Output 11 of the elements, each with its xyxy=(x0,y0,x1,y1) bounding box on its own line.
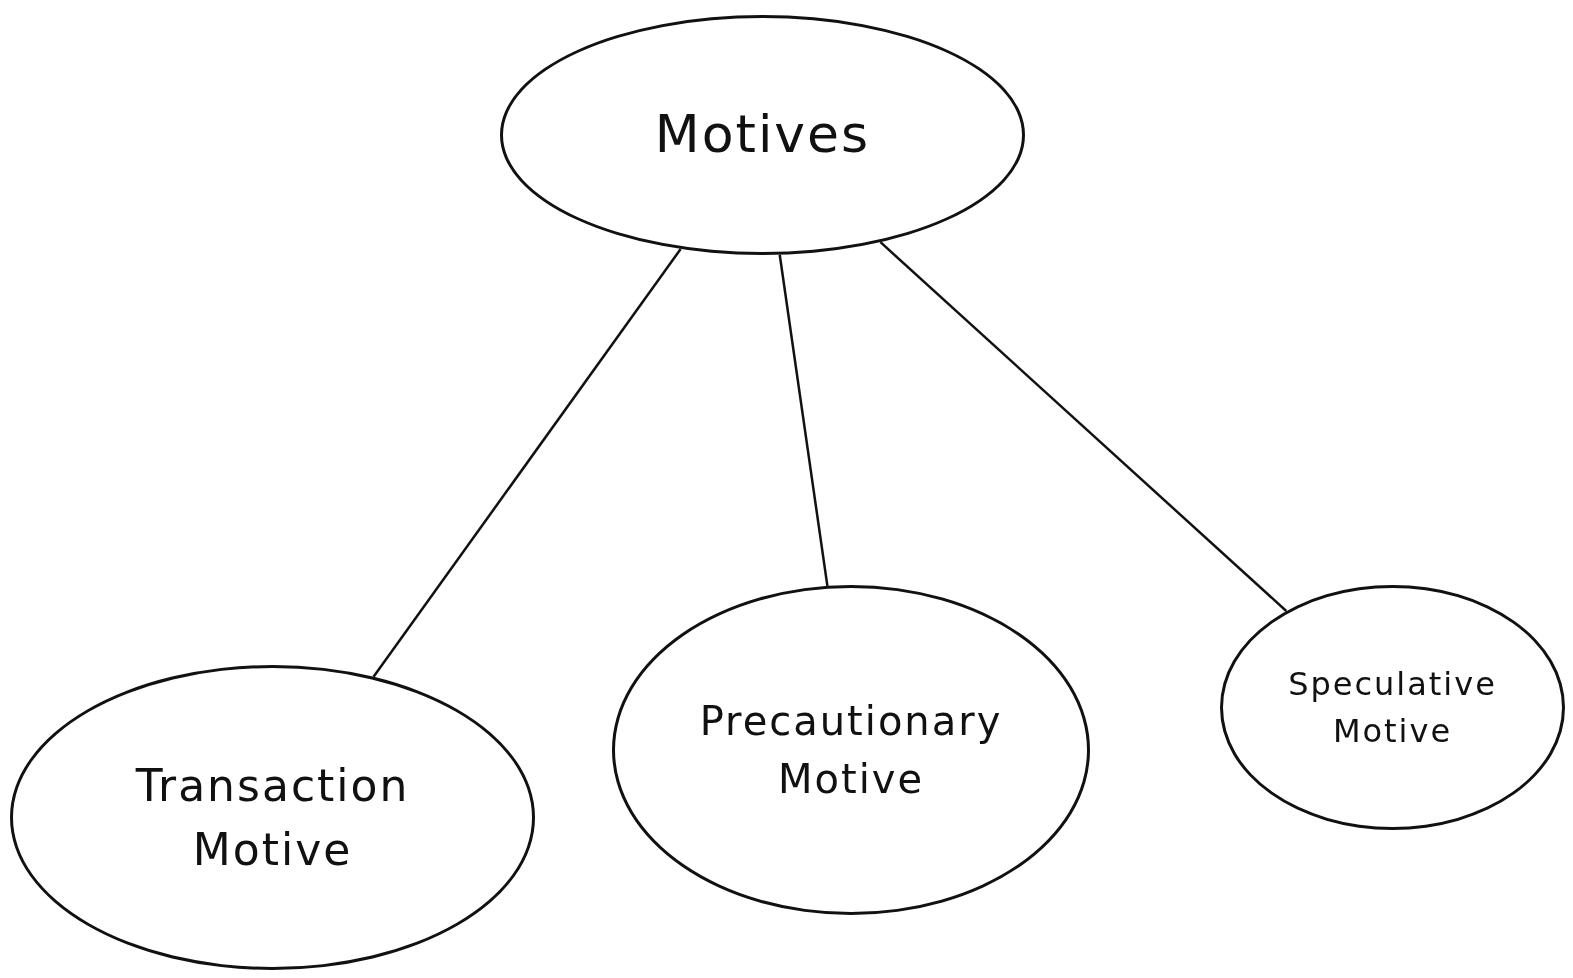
connector-line xyxy=(879,241,1288,612)
node-label: Speculative Motive xyxy=(1287,664,1498,752)
node-label: Transaction Motive xyxy=(134,758,411,877)
connector-line xyxy=(372,248,682,678)
node-label: Motives xyxy=(654,103,871,167)
ellipse-node xyxy=(1220,585,1565,830)
node-label: Precautionary Motive xyxy=(698,697,1004,804)
ellipse-node xyxy=(500,15,1025,255)
connector-line xyxy=(778,254,829,586)
ellipse-node xyxy=(10,665,535,970)
ellipse-node xyxy=(612,585,1090,915)
